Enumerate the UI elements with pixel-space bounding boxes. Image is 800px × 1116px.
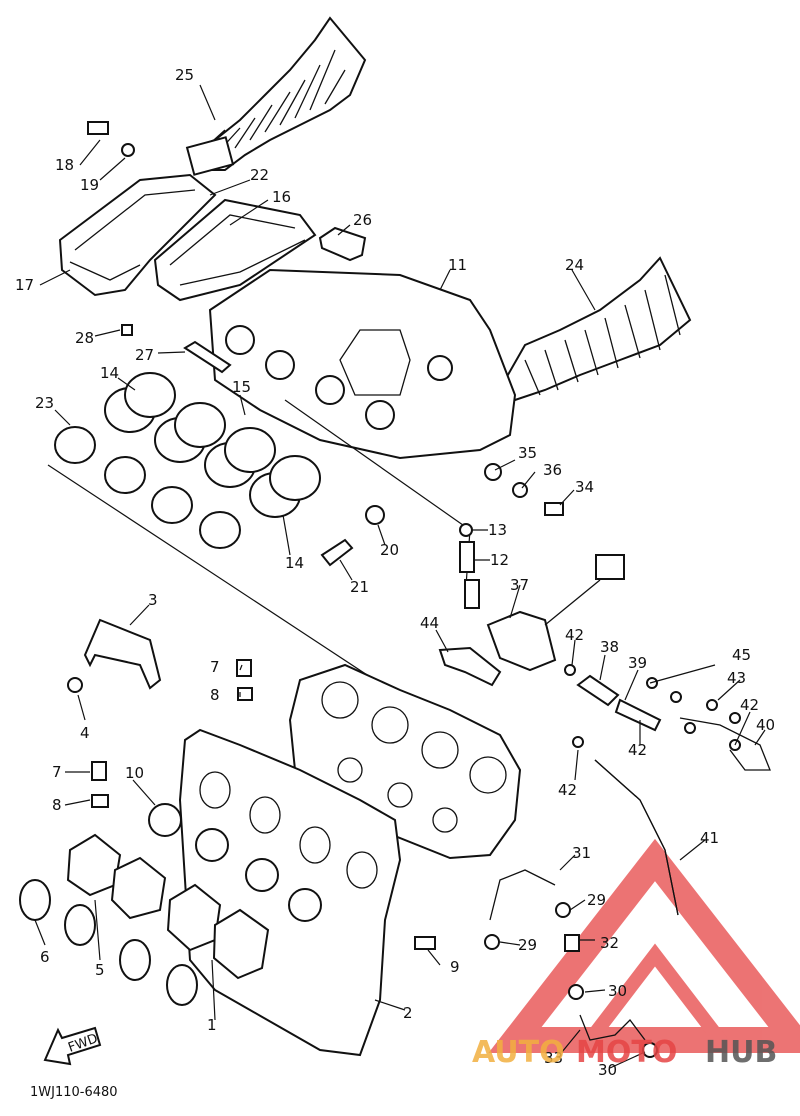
washer-19 <box>121 143 135 157</box>
callout-42-d: 42 <box>558 781 577 799</box>
callout-42-b: 42 <box>740 696 759 714</box>
bracket-44 <box>438 646 502 687</box>
callout-5: 5 <box>95 961 105 979</box>
callout-24: 24 <box>565 256 584 274</box>
callout-16: 16 <box>272 188 291 206</box>
callout-32: 32 <box>600 934 619 952</box>
callout-43: 43 <box>727 669 746 687</box>
hose-33 <box>579 1014 646 1041</box>
callout-11: 11 <box>448 256 467 274</box>
callout-30-lower: 30 <box>598 1061 617 1079</box>
callout-29-left: 29 <box>518 936 537 954</box>
callout-29-right: 29 <box>587 891 606 909</box>
callout-2: 2 <box>403 1004 413 1022</box>
fittings-29-30-32 <box>484 902 658 1058</box>
clip-13 <box>459 523 473 537</box>
diagram-code: 1WJ110-6480 <box>30 1085 118 1100</box>
watermark-word-auto: AUTO <box>472 1035 565 1070</box>
bolt-9 <box>414 936 436 950</box>
hose-40 <box>679 717 771 771</box>
intake-joints-14 <box>104 372 321 518</box>
bolt-18 <box>87 121 109 135</box>
hose-31 <box>489 869 556 921</box>
part-callouts: 25 18 19 22 16 26 11 24 17 28 27 14 15 2… <box>15 66 775 1079</box>
callout-25: 25 <box>175 66 194 84</box>
callout-28: 28 <box>75 329 94 347</box>
plug-21 <box>320 538 354 567</box>
callout-7-upper: 7 <box>210 658 220 676</box>
clamp-27 <box>183 340 232 374</box>
callout-21: 21 <box>350 578 369 596</box>
clips-43-45 <box>646 677 741 724</box>
carb-joints-5 <box>66 833 167 920</box>
hose-41 <box>594 759 679 916</box>
cap-20 <box>365 505 385 525</box>
carb-joints-1 <box>166 883 270 980</box>
fwd-direction-arrow: FWD <box>43 1026 102 1066</box>
air-filter-element-16 <box>153 198 317 302</box>
callout-44: 44 <box>420 614 439 632</box>
callout-3: 3 <box>148 591 158 609</box>
grommet-35 <box>484 463 502 481</box>
hose-38 <box>576 674 620 707</box>
hose-clamps-10 <box>148 803 322 922</box>
screw-34 <box>544 502 564 516</box>
air-box-clip-26 <box>318 226 367 262</box>
callout-20: 20 <box>380 541 399 559</box>
bracket-3 <box>83 618 162 690</box>
callout-17: 17 <box>15 276 34 294</box>
o-rings-6 <box>19 879 198 1006</box>
callout-39: 39 <box>628 654 647 672</box>
sensor-37 <box>486 554 625 672</box>
callout-30-upper: 30 <box>608 982 627 1000</box>
hose-clamps-23 <box>54 426 241 549</box>
caps-7-8 <box>91 659 253 808</box>
callout-18: 18 <box>55 156 74 174</box>
callout-8-upper: 8 <box>210 686 220 704</box>
watermark-word-moto: MOTO <box>576 1035 677 1070</box>
callout-31: 31 <box>572 844 591 862</box>
callout-6: 6 <box>40 948 50 966</box>
grommet-28 <box>121 324 133 336</box>
callout-9: 9 <box>450 958 460 976</box>
callout-14-upper: 14 <box>100 364 119 382</box>
callout-38: 38 <box>600 638 619 656</box>
callout-26: 26 <box>353 211 372 229</box>
callout-42-a: 42 <box>565 626 584 644</box>
hose-12 <box>459 541 480 609</box>
callout-10: 10 <box>125 764 144 782</box>
callout-36: 36 <box>543 461 562 479</box>
callout-35: 35 <box>518 444 537 462</box>
screw-4 <box>67 677 83 693</box>
clips-42 <box>564 664 741 751</box>
callout-13: 13 <box>488 521 507 539</box>
intake-duct-24 <box>503 256 692 402</box>
watermark-wordmark: AUTO MOTO HUB <box>472 1035 777 1070</box>
callout-41: 41 <box>700 829 719 847</box>
callout-45: 45 <box>732 646 751 664</box>
callout-19: 19 <box>80 176 99 194</box>
callout-7-lower: 7 <box>52 763 62 781</box>
callout-23: 23 <box>35 394 54 412</box>
callout-33: 33 <box>544 1049 563 1067</box>
callout-40: 40 <box>756 716 775 734</box>
callout-27: 27 <box>135 346 154 364</box>
callout-14-lower: 14 <box>285 554 304 572</box>
callout-42-c: 42 <box>628 741 647 759</box>
air-box-11 <box>208 268 517 460</box>
air-box-cover-17 <box>58 173 217 297</box>
callout-8-lower: 8 <box>52 796 62 814</box>
callout-12: 12 <box>490 551 509 569</box>
watermark-logo <box>488 838 800 1053</box>
callout-34: 34 <box>575 478 594 496</box>
watermark-word-hub: HUB <box>705 1035 777 1070</box>
callout-4: 4 <box>80 724 90 742</box>
callout-1: 1 <box>207 1016 217 1034</box>
pipe-39 <box>614 698 662 732</box>
callout-15: 15 <box>232 378 251 396</box>
callout-22: 22 <box>250 166 269 184</box>
callout-37: 37 <box>510 576 529 594</box>
intake-duct-25 <box>185 16 367 176</box>
